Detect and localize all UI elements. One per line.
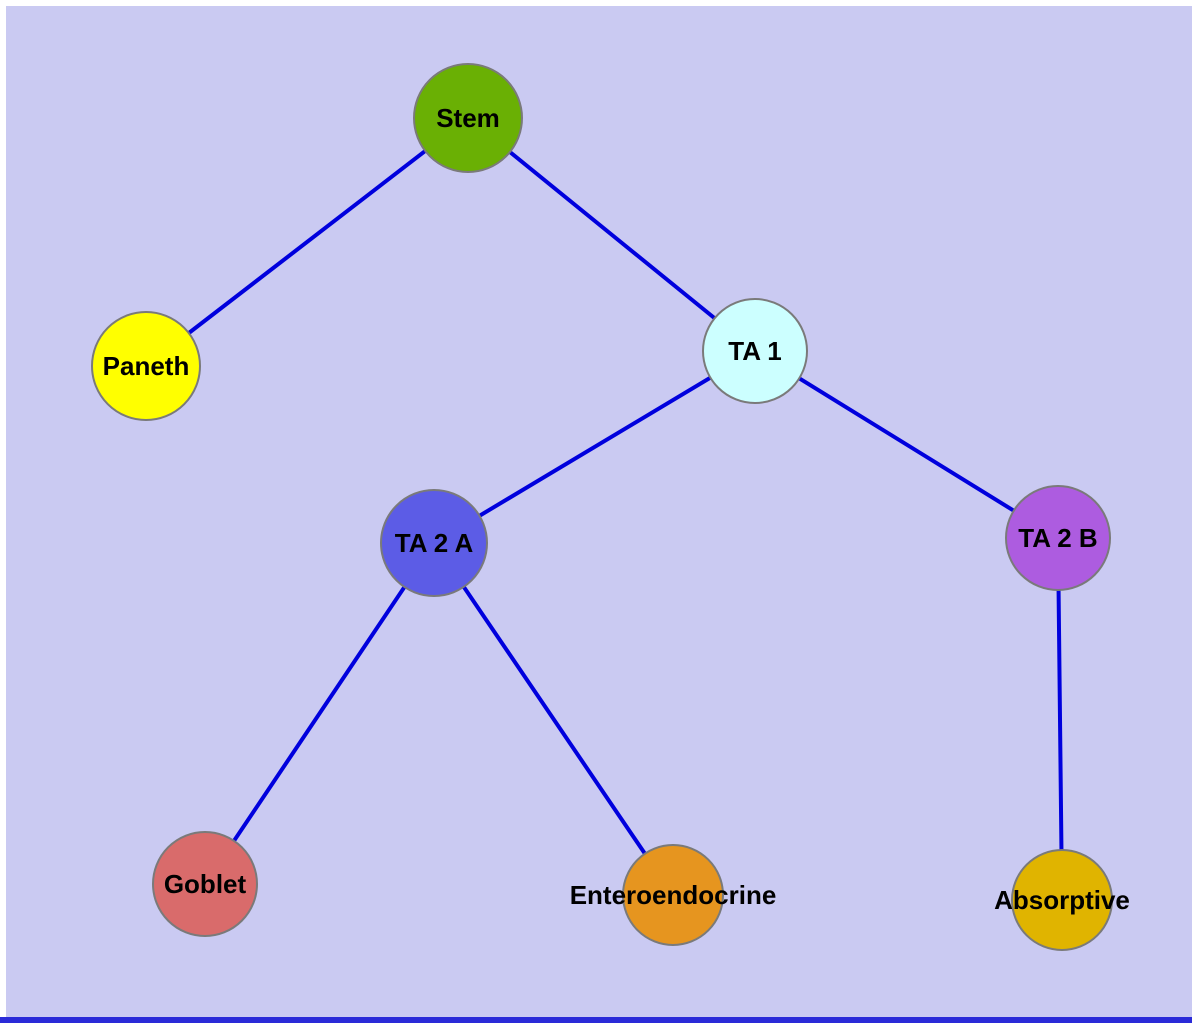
edge-ta2a-goblet bbox=[203, 541, 436, 886]
window-border-left bbox=[0, 0, 6, 1023]
node-circle-goblet[interactable] bbox=[152, 831, 258, 937]
node-circle-ta2a[interactable] bbox=[380, 489, 488, 597]
window-border-top bbox=[0, 0, 1192, 6]
node-stem[interactable]: Stem bbox=[413, 63, 523, 173]
node-goblet[interactable]: Goblet bbox=[152, 831, 258, 937]
node-circle-absorptive[interactable] bbox=[1011, 849, 1113, 951]
node-paneth[interactable]: Paneth bbox=[91, 311, 201, 421]
node-circle-paneth[interactable] bbox=[91, 311, 201, 421]
node-ta2a[interactable]: TA 2 A bbox=[380, 489, 488, 597]
edge-stem-paneth bbox=[144, 116, 470, 368]
node-circle-ta1[interactable] bbox=[702, 298, 808, 404]
window-border-bottom bbox=[0, 1017, 1192, 1023]
edge-ta2a-enteroendocrine bbox=[432, 541, 675, 897]
node-circle-enteroendocrine[interactable] bbox=[622, 844, 724, 946]
edge-stem-ta1 bbox=[466, 116, 757, 353]
node-ta2b[interactable]: TA 2 B bbox=[1005, 485, 1111, 591]
node-ta1[interactable]: TA 1 bbox=[702, 298, 808, 404]
edge-ta1-ta2a bbox=[432, 349, 757, 545]
node-circle-stem[interactable] bbox=[413, 63, 523, 173]
edge-ta2b-absorptive bbox=[1056, 536, 1064, 902]
edge-ta1-ta2b bbox=[753, 349, 1060, 540]
node-circle-ta2b[interactable] bbox=[1005, 485, 1111, 591]
edges-layer bbox=[144, 116, 1064, 902]
